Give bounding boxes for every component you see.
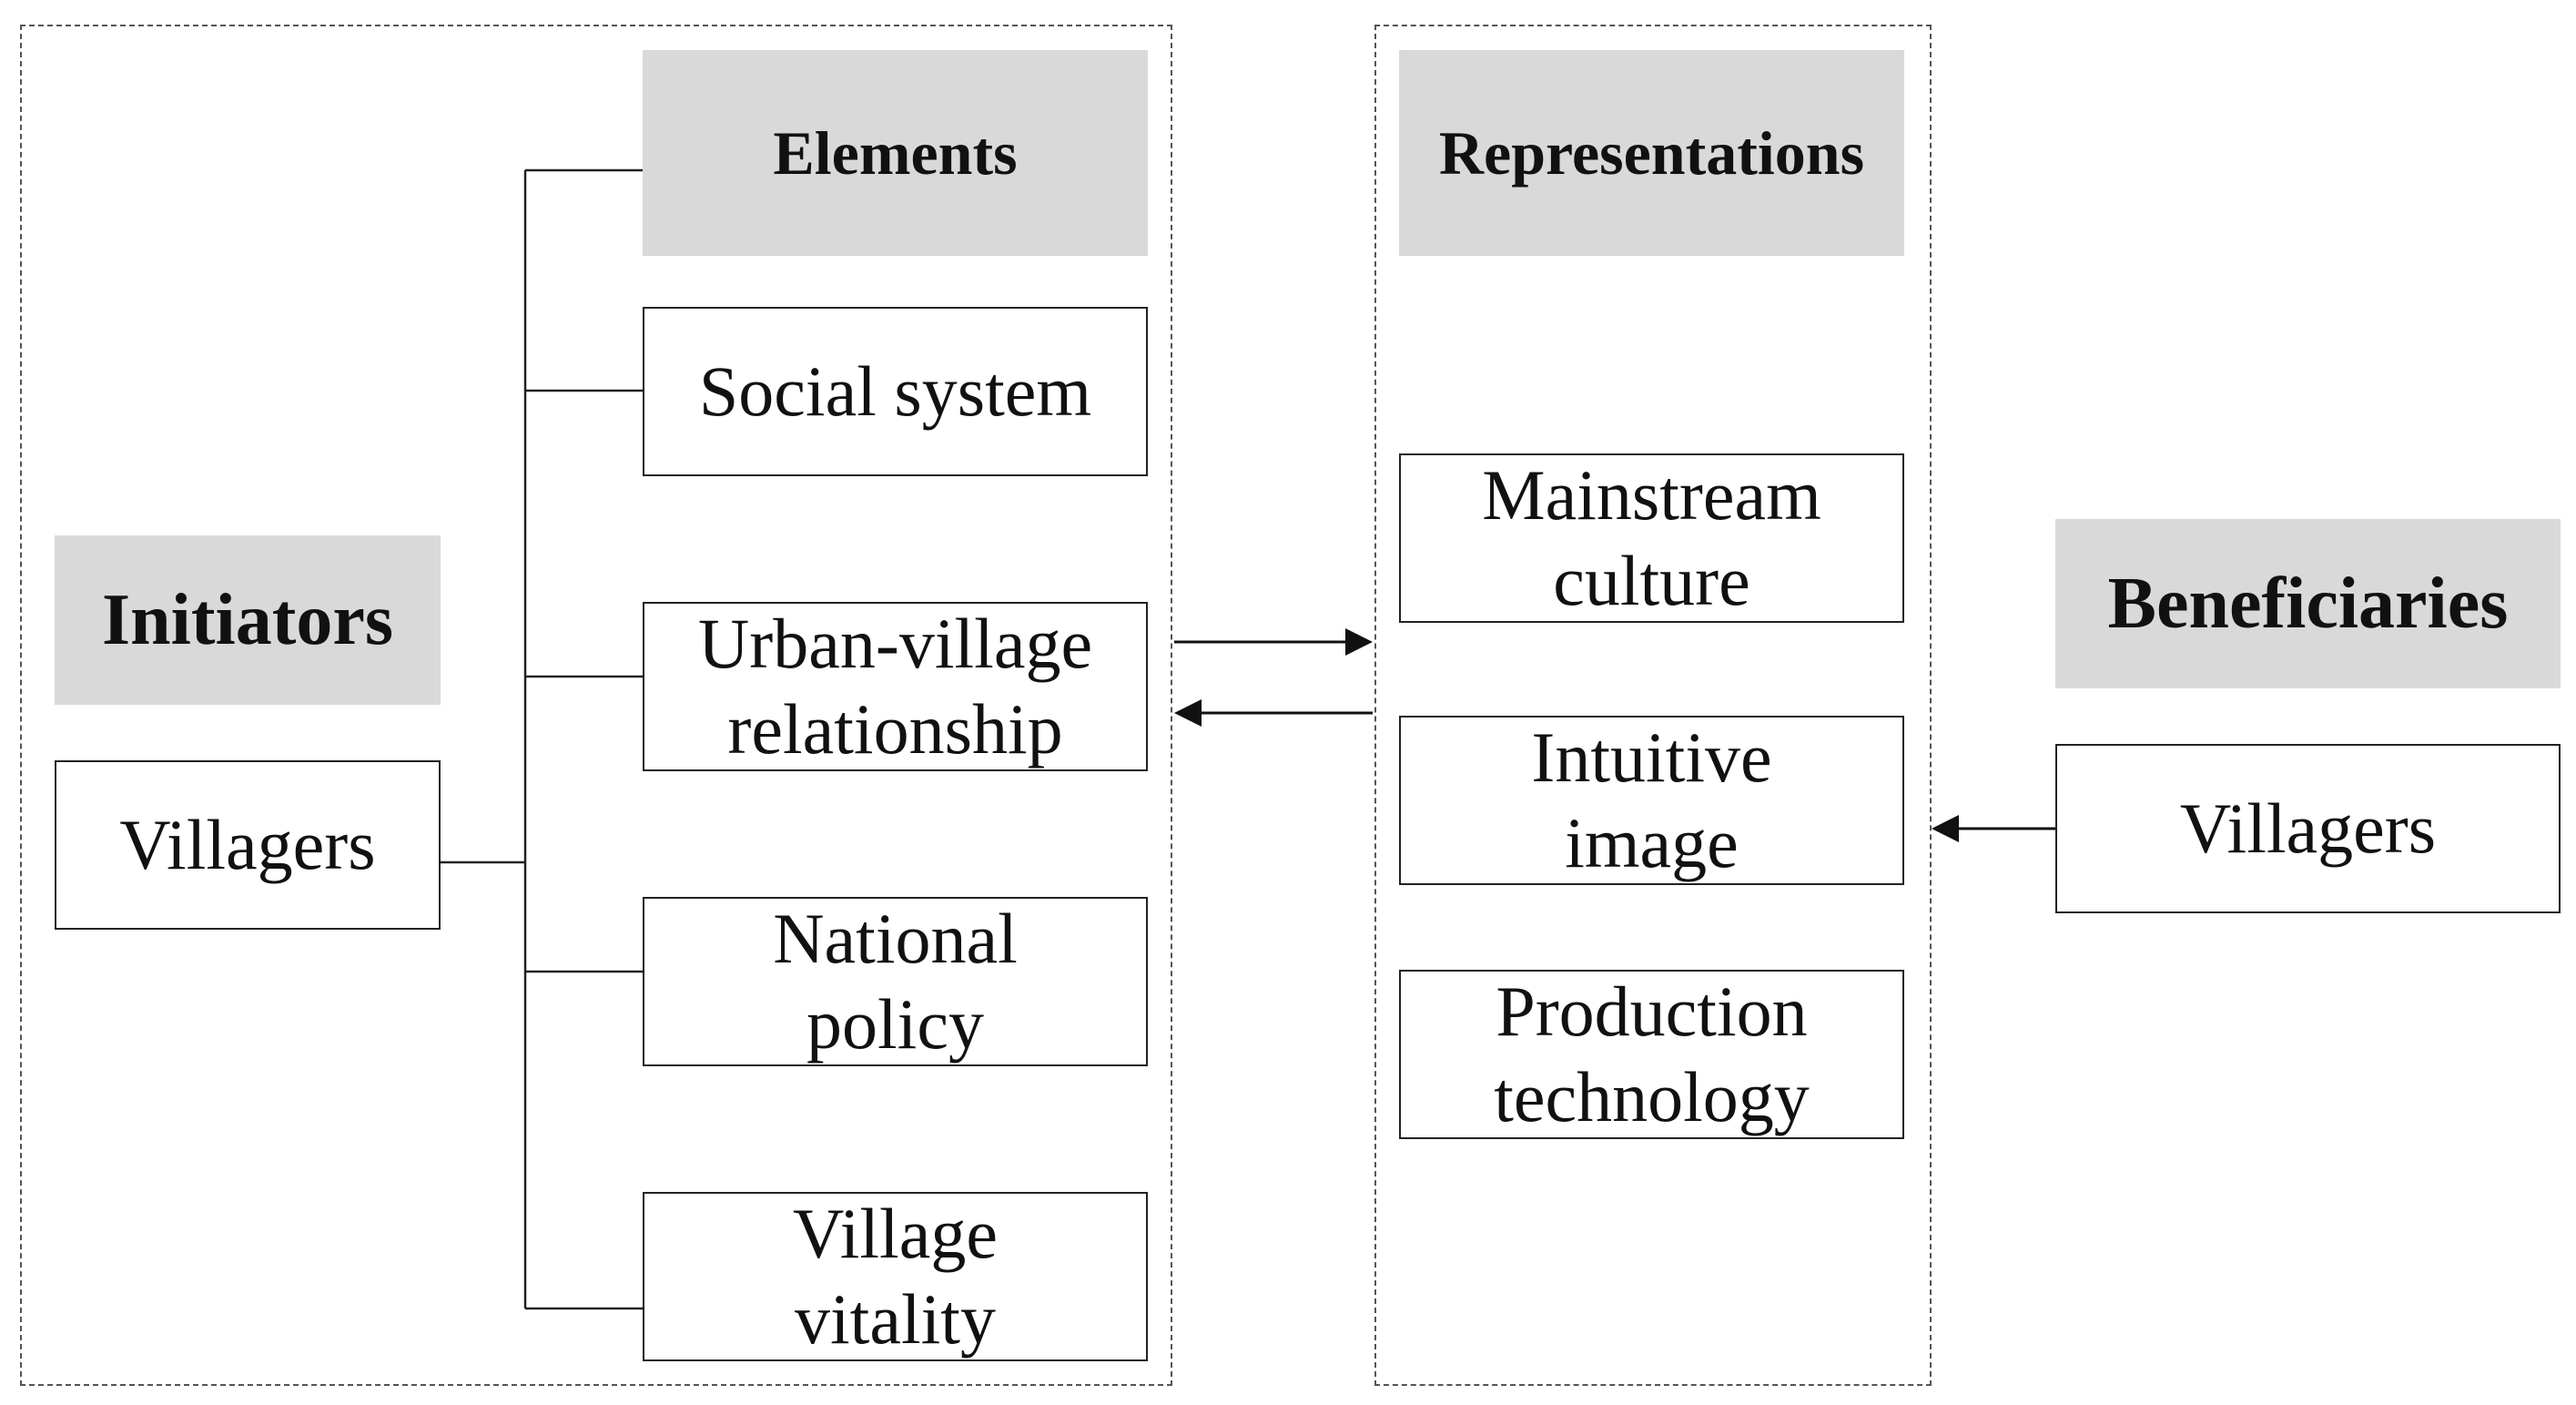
representation-mainstream-culture: Mainstream culture — [1399, 453, 1904, 623]
element-village-vitality-line1: Village — [793, 1194, 998, 1273]
initiators-villagers-label: Villagers — [119, 805, 376, 884]
representations-group-frame — [1374, 25, 1932, 1386]
beneficiaries-villagers-box: Villagers — [2055, 744, 2561, 913]
representation-intuitive-image: Intuitive image — [1399, 716, 1904, 885]
element-urban-village-relationship: Urban-village relationship — [643, 602, 1148, 771]
element-village-vitality-line2: vitality — [795, 1279, 996, 1359]
representation-production-line2: technology — [1494, 1057, 1810, 1136]
representation-intuitive-line1: Intuitive — [1531, 718, 1772, 797]
beneficiaries-title: Beneficiaries — [2107, 563, 2509, 644]
initiators-header: Initiators — [55, 535, 441, 705]
beneficiaries-villagers-label: Villagers — [2179, 789, 2437, 868]
representations-title: Representations — [1438, 117, 1865, 188]
element-urban-village-line1: Urban-village — [697, 604, 1093, 683]
element-national-policy-line1: National — [773, 899, 1018, 978]
element-urban-village-line2: relationship — [727, 689, 1063, 769]
initiators-title: Initiators — [102, 579, 393, 660]
element-social-system: Social system — [643, 307, 1148, 476]
elements-title: Elements — [773, 117, 1018, 188]
representation-production-line1: Production — [1496, 972, 1808, 1051]
representation-production-technology: Production technology — [1399, 970, 1904, 1139]
representation-mainstream-line2: culture — [1553, 541, 1750, 620]
initiators-villagers-box: Villagers — [55, 760, 441, 930]
element-social-system-line1: Social system — [698, 351, 1092, 431]
element-village-vitality: Village vitality — [643, 1192, 1148, 1361]
element-national-policy-line2: policy — [806, 984, 984, 1064]
elements-header: Elements — [643, 50, 1148, 256]
left-group-frame — [20, 25, 1172, 1386]
representations-header: Representations — [1399, 50, 1904, 256]
representation-mainstream-line1: Mainstream — [1482, 455, 1821, 535]
element-national-policy: National policy — [643, 897, 1148, 1066]
representation-intuitive-line2: image — [1565, 803, 1739, 882]
beneficiaries-header: Beneficiaries — [2055, 519, 2561, 688]
